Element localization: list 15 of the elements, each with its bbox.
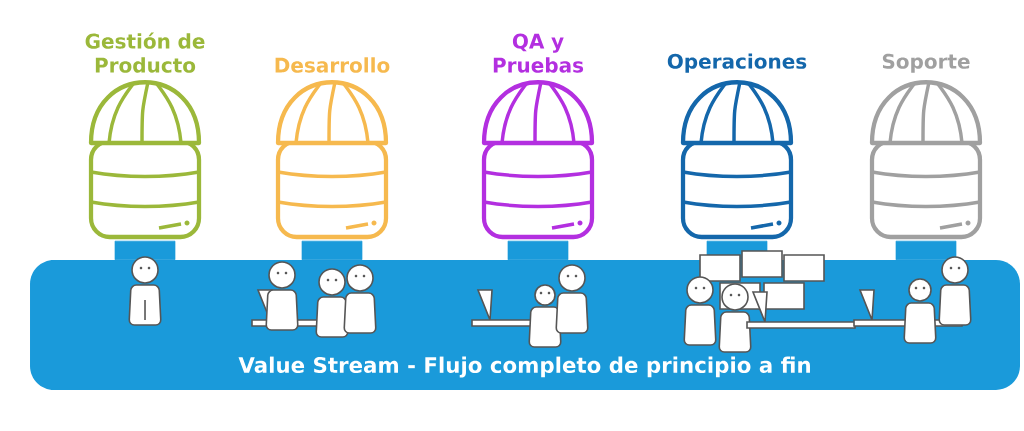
silo-icon xyxy=(680,80,794,240)
silo-icon xyxy=(88,80,202,240)
heading: QA y Pruebas xyxy=(493,33,584,73)
connector xyxy=(301,240,363,261)
silo-icon xyxy=(481,80,595,240)
connector xyxy=(895,240,957,261)
heading: Operaciones xyxy=(667,53,807,73)
band-text: Value Stream - Flujo completo de principio a fin xyxy=(238,356,810,378)
heading: Desarrollo xyxy=(275,57,390,73)
connector xyxy=(114,240,176,261)
connector xyxy=(507,240,569,261)
silo-icon xyxy=(275,80,389,240)
heading: Soporte xyxy=(882,53,970,73)
silo-icon xyxy=(869,80,983,240)
heading: Gestión de Producto xyxy=(85,32,205,73)
